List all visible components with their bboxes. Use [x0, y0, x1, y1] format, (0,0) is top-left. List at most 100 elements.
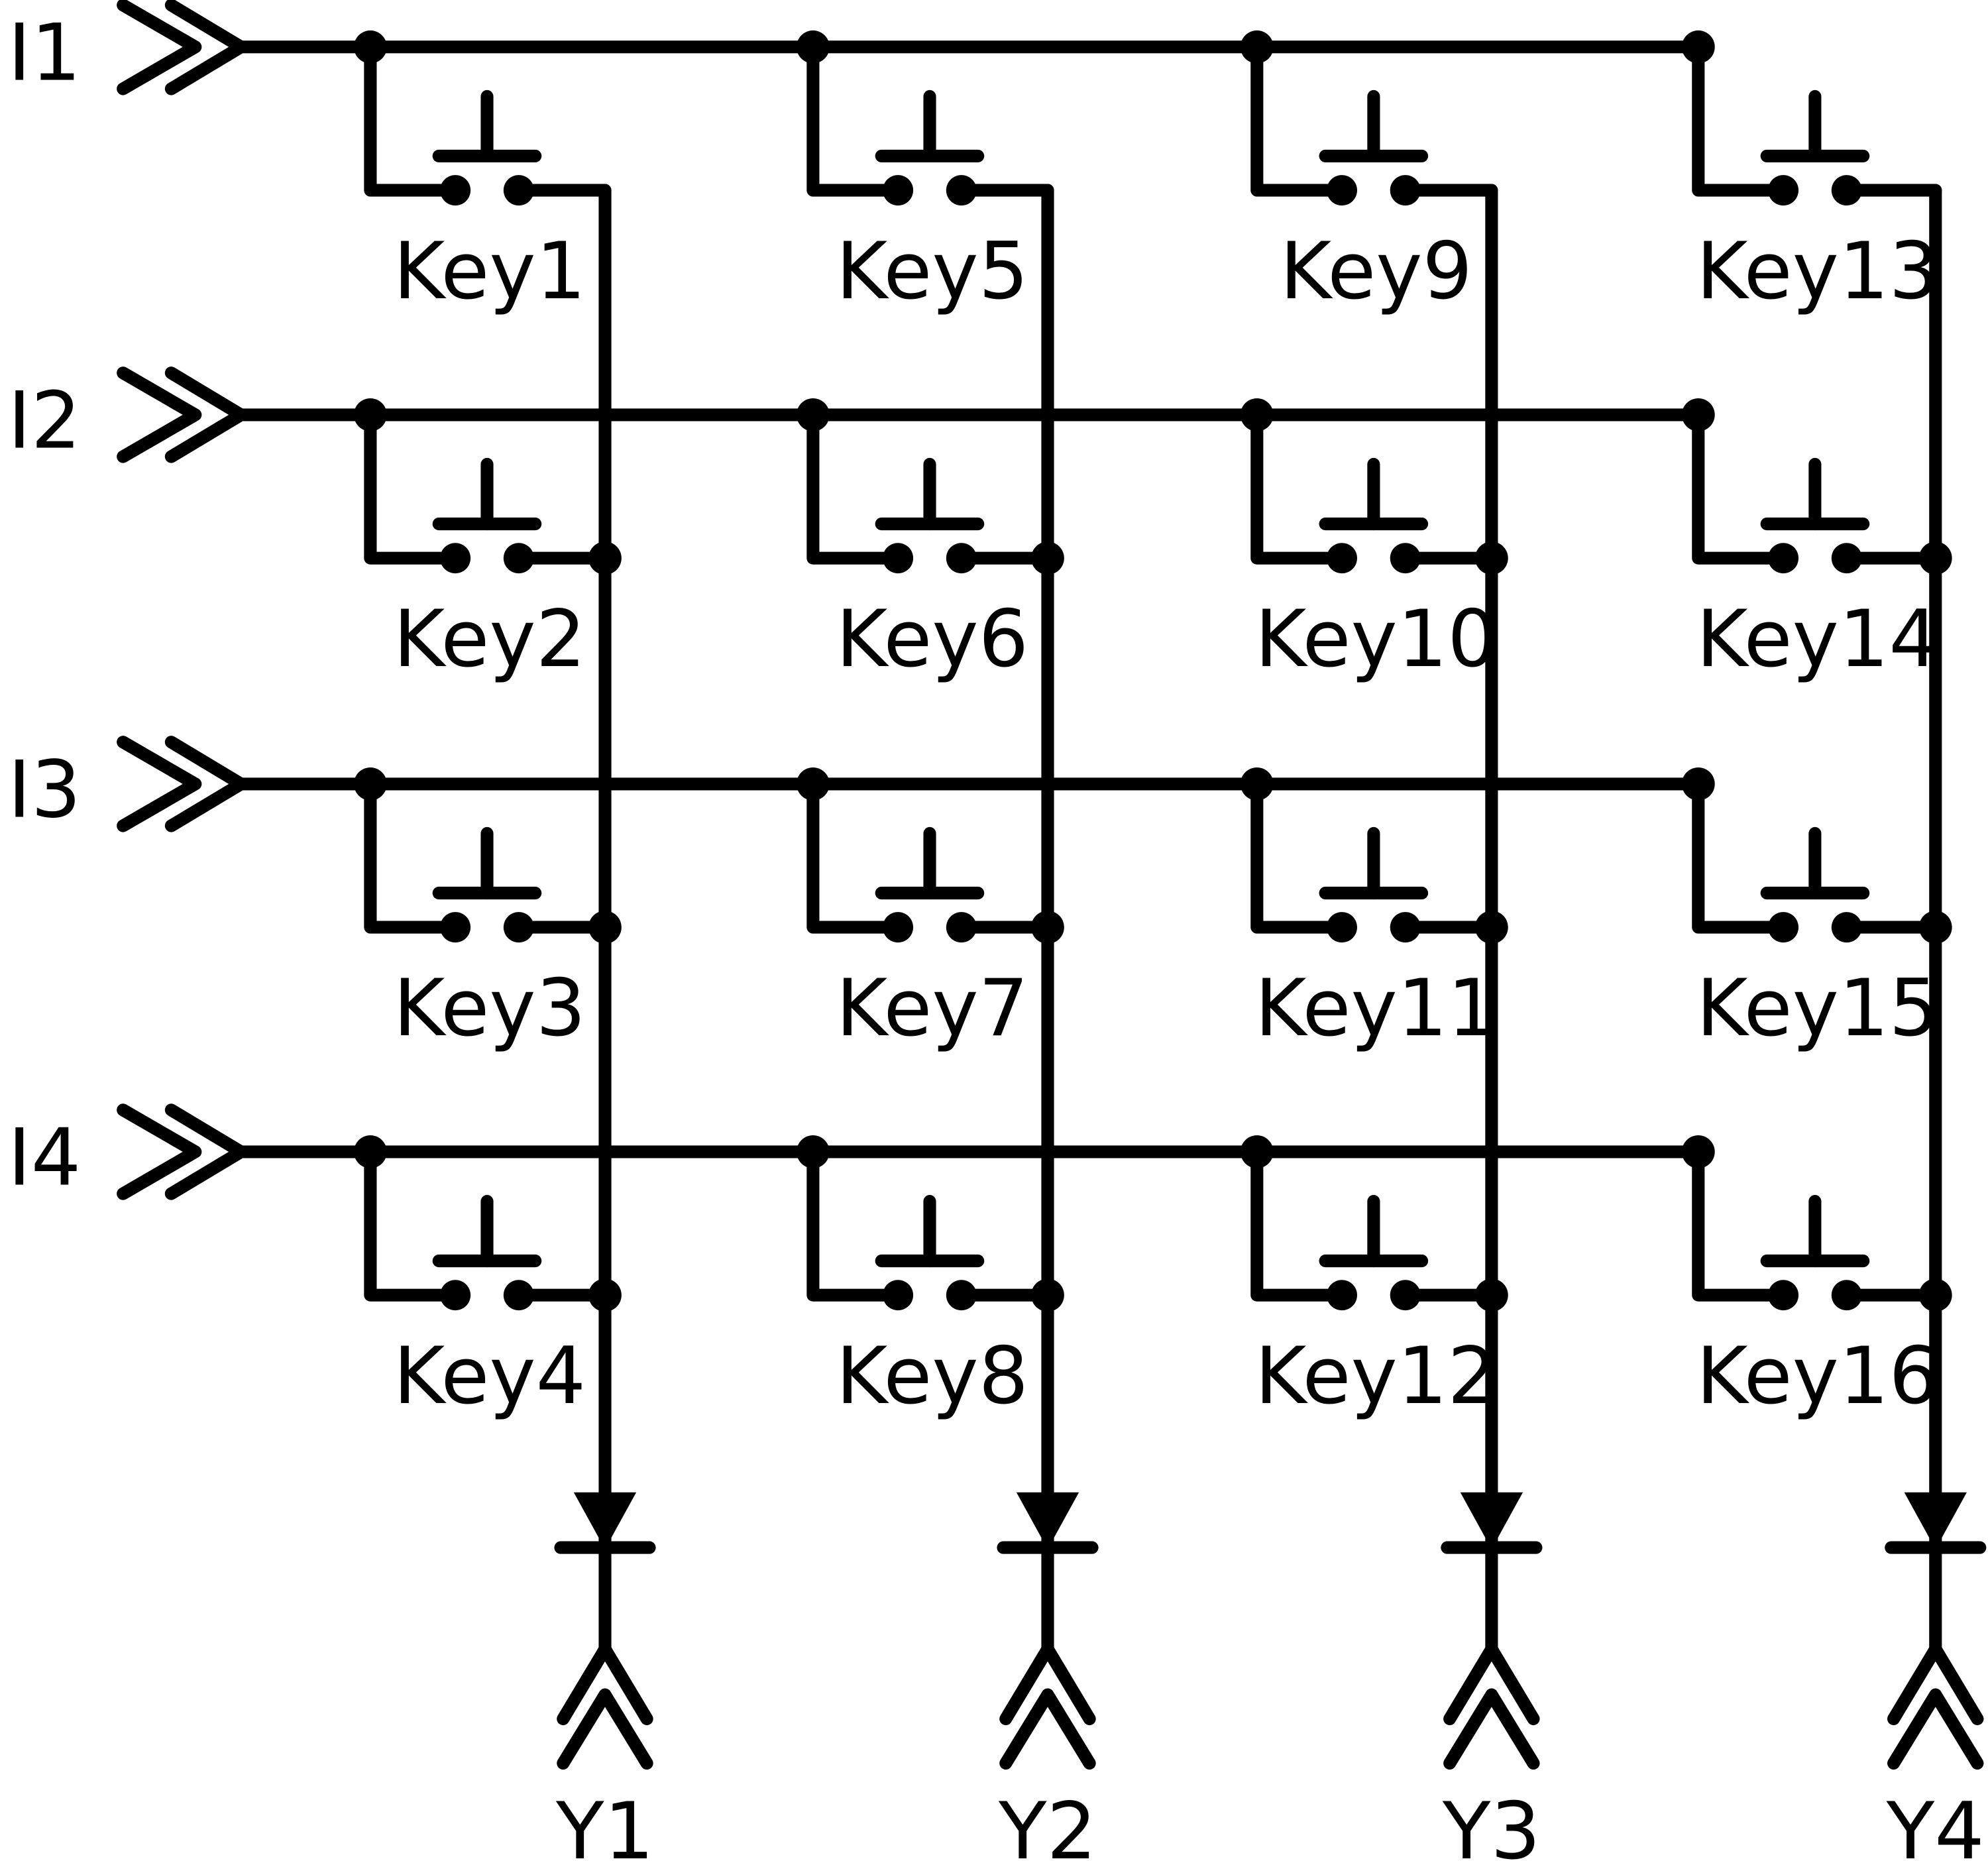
push-button-switch-icon — [432, 1195, 542, 1268]
junction-dot-icon — [1240, 30, 1274, 64]
key-label: Key2 — [393, 593, 586, 685]
output-y3-connector-icon — [1443, 1642, 1540, 1770]
junction-dot-icon — [1918, 1278, 1952, 1312]
diode-icon — [997, 1492, 1099, 1554]
key-label: Key12 — [1255, 1330, 1498, 1422]
key-label: Key10 — [1255, 593, 1498, 685]
junction-dot-icon — [1918, 541, 1952, 575]
input-i3-connector-icon — [117, 736, 248, 832]
key-label: Key11 — [1255, 962, 1498, 1054]
push-button-switch-icon — [432, 826, 542, 900]
junction-dot-icon — [1031, 1278, 1064, 1312]
switch-contact-dot — [503, 543, 534, 574]
switch-contact-dot — [946, 175, 977, 206]
key-feed-3-1 — [1692, 408, 1790, 565]
symbols — [354, 30, 1987, 1554]
diode-icon — [1885, 1492, 1987, 1554]
chevron-inner — [557, 1688, 653, 1770]
junction-dot-icon — [1240, 398, 1274, 431]
switch-contact-dot — [1768, 1280, 1799, 1311]
switch-contact-dot — [1390, 912, 1421, 943]
key-label: Key14 — [1696, 593, 1939, 685]
key-label: Key16 — [1696, 1330, 1939, 1422]
input-i1-connector-icon — [117, 0, 248, 95]
push-button-switch-icon — [1319, 457, 1429, 531]
output-label-y4: Y4 — [1886, 1785, 1985, 1861]
input-i4-connector-icon — [117, 1103, 248, 1200]
switch-contact-dot — [1831, 912, 1862, 943]
junction-dot-icon — [588, 1278, 622, 1312]
switch-contact-dot — [883, 912, 914, 943]
junction-dot-icon — [1918, 911, 1952, 944]
junction-dot-icon — [796, 767, 830, 801]
key-label: Key5 — [836, 225, 1028, 317]
junction-dot-icon — [1681, 398, 1715, 431]
push-button-switch-icon — [432, 89, 542, 162]
junction-dot-icon — [1681, 767, 1715, 801]
junction-dot-icon — [1031, 911, 1064, 944]
switch-contact-dot — [1327, 1280, 1357, 1311]
key-feed-3-2 — [1692, 777, 1790, 934]
push-button-switch-icon — [875, 1195, 985, 1268]
labels: I1I2I3I4Key1Key2Key3Key4Key5Key6Key7Key8… — [8, 7, 1985, 1861]
junction-dot-icon — [1474, 911, 1508, 944]
diode-icon — [554, 1492, 656, 1554]
junction-dot-icon — [1474, 541, 1508, 575]
key-label: Key9 — [1280, 225, 1472, 317]
key-feed-0-3 — [364, 1145, 462, 1302]
switch-contact-dot — [440, 175, 471, 206]
switch-contact-dot — [1327, 175, 1357, 206]
push-button-switch-icon — [875, 89, 985, 162]
key-feed-2-3 — [1250, 1145, 1349, 1302]
chevron-outer — [557, 1642, 653, 1726]
switch-contact-dot — [883, 543, 914, 574]
junction-dot-icon — [588, 911, 622, 944]
junction-dot-icon — [1240, 767, 1274, 801]
junction-dot-icon — [354, 767, 387, 801]
junction-dot-icon — [1681, 1135, 1715, 1168]
input-i2-connector-icon — [117, 367, 248, 463]
switch-contact-dot — [1768, 912, 1799, 943]
junction-dot-icon — [796, 30, 830, 64]
diode-icon — [1441, 1492, 1543, 1554]
key-label: Key7 — [836, 962, 1028, 1054]
output-label-y2: Y2 — [998, 1785, 1097, 1861]
chevron-inner — [164, 736, 248, 832]
switch-contact-dot — [503, 1280, 534, 1311]
key-feed-3-0 — [1692, 40, 1790, 197]
push-button-switch-icon — [1319, 826, 1429, 900]
chevron-outer — [1887, 1642, 1984, 1726]
junction-dot-icon — [588, 541, 622, 575]
key-feed-0-2 — [364, 777, 462, 934]
push-button-switch-icon — [1760, 457, 1870, 531]
push-button-switch-icon — [1760, 1195, 1870, 1268]
chevron-outer — [999, 1642, 1096, 1726]
key-label: Key3 — [393, 962, 586, 1054]
chevron-outer — [117, 1103, 202, 1200]
push-button-switch-icon — [1760, 89, 1870, 162]
chevron-outer — [1443, 1642, 1540, 1726]
switch-contact-dot — [1327, 543, 1357, 574]
switch-contact-dot — [1768, 543, 1799, 574]
output-label-y3: Y3 — [1442, 1785, 1541, 1861]
key-feed-2-0 — [1250, 40, 1349, 197]
chevron-inner — [1443, 1688, 1540, 1770]
key-label: Key4 — [393, 1330, 586, 1422]
switch-contact-dot — [440, 1280, 471, 1311]
switch-contact-dot — [883, 175, 914, 206]
switch-contact-dot — [1390, 1280, 1421, 1311]
switch-contact-dot — [1831, 1280, 1862, 1311]
chevron-outer — [117, 367, 202, 463]
push-button-switch-icon — [875, 457, 985, 531]
switch-contact-dot — [946, 1280, 977, 1311]
key-label: Key13 — [1696, 225, 1939, 317]
push-button-switch-icon — [1319, 89, 1429, 162]
switch-contact-dot — [440, 543, 471, 574]
junction-dot-icon — [1240, 1135, 1274, 1168]
key-feed-3-3 — [1692, 1145, 1790, 1302]
input-label-i2: I2 — [8, 375, 82, 467]
switch-contact-dot — [946, 912, 977, 943]
output-y2-connector-icon — [999, 1642, 1096, 1770]
key-feed-2-2 — [1250, 777, 1349, 934]
key-feed-1-3 — [806, 1145, 905, 1302]
